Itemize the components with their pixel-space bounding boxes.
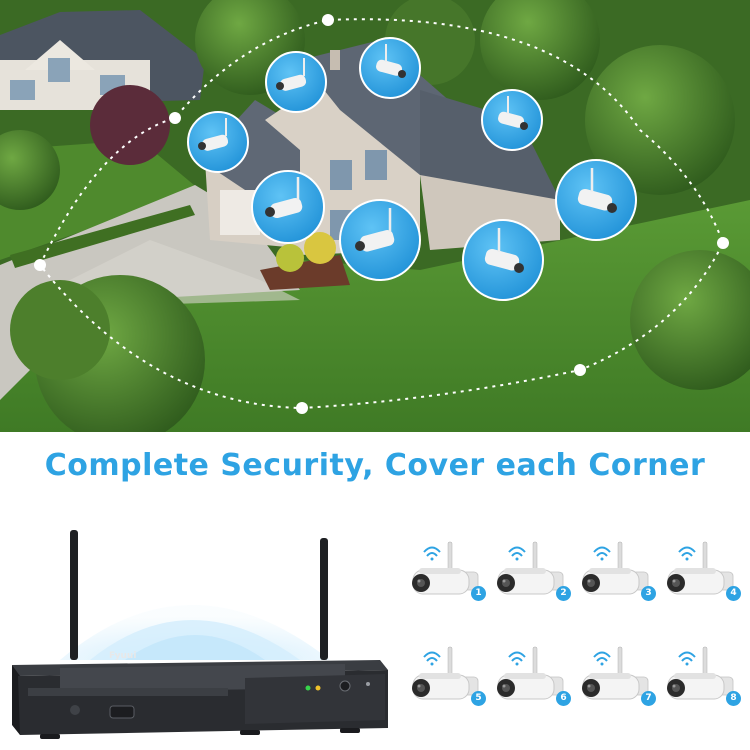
camera-item-5: 5 [405, 635, 493, 735]
wifi-icon [678, 651, 696, 666]
wifi-icon [593, 651, 611, 666]
camera-number-badge: 6 [556, 691, 571, 706]
wifi-icon [678, 546, 696, 561]
camera-number-badge: 3 [641, 586, 656, 601]
nvr-recorder [0, 510, 400, 750]
camera-icon [497, 541, 564, 595]
camera-bubble-6 [251, 170, 325, 244]
wifi-icon [508, 651, 526, 666]
camera-number-badge: 7 [641, 691, 656, 706]
camera-item-1: 1 [405, 530, 493, 630]
camera-item-6: 6 [490, 635, 578, 735]
camera-number-badge: 4 [726, 586, 741, 601]
camera-icon [497, 646, 564, 700]
camera-item-3: 3 [575, 530, 663, 630]
coverage-nodes [34, 14, 729, 414]
house-scene-illustration [0, 0, 750, 432]
nvr-recorder-icon [12, 530, 388, 739]
camera-icon [667, 646, 734, 700]
wifi-icon [423, 546, 441, 561]
camera-item-7: 7 [575, 635, 663, 735]
headline: Complete Security, Cover each Corner [44, 448, 706, 483]
camera-number-badge: 2 [556, 586, 571, 601]
camera-icon [667, 541, 734, 595]
camera-number-badge: 8 [726, 691, 741, 706]
camera-icon [412, 646, 479, 700]
camera-bubble-7 [339, 199, 421, 281]
antenna-right [320, 538, 328, 660]
camera-icon [582, 646, 649, 700]
neighbor-house [0, 10, 205, 110]
camera-icon [412, 541, 479, 595]
camera-bubble-8 [462, 219, 544, 301]
wifi-icon [593, 546, 611, 561]
camera-bubble-2 [359, 37, 421, 99]
wifi-icon [508, 546, 526, 561]
camera-bubble-5 [555, 159, 637, 241]
camera-item-8: 8 [660, 635, 748, 735]
antenna-left [70, 530, 78, 660]
camera-bubble-3 [481, 89, 543, 151]
camera-item-4: 4 [660, 530, 748, 630]
wifi-icon [423, 651, 441, 666]
camera-number-badge: 1 [471, 586, 486, 601]
signal-wave-inner [125, 635, 265, 660]
camera-bubble-4 [187, 111, 249, 173]
camera-number-badge: 5 [471, 691, 486, 706]
camera-bubble-1 [265, 51, 327, 113]
camera-item-2: 2 [490, 530, 578, 630]
camera-grid: 1 2 [400, 520, 750, 750]
nvr-brand-label: Fyuui [109, 651, 137, 661]
aerial-house-photo [0, 0, 750, 432]
camera-icon [582, 541, 649, 595]
